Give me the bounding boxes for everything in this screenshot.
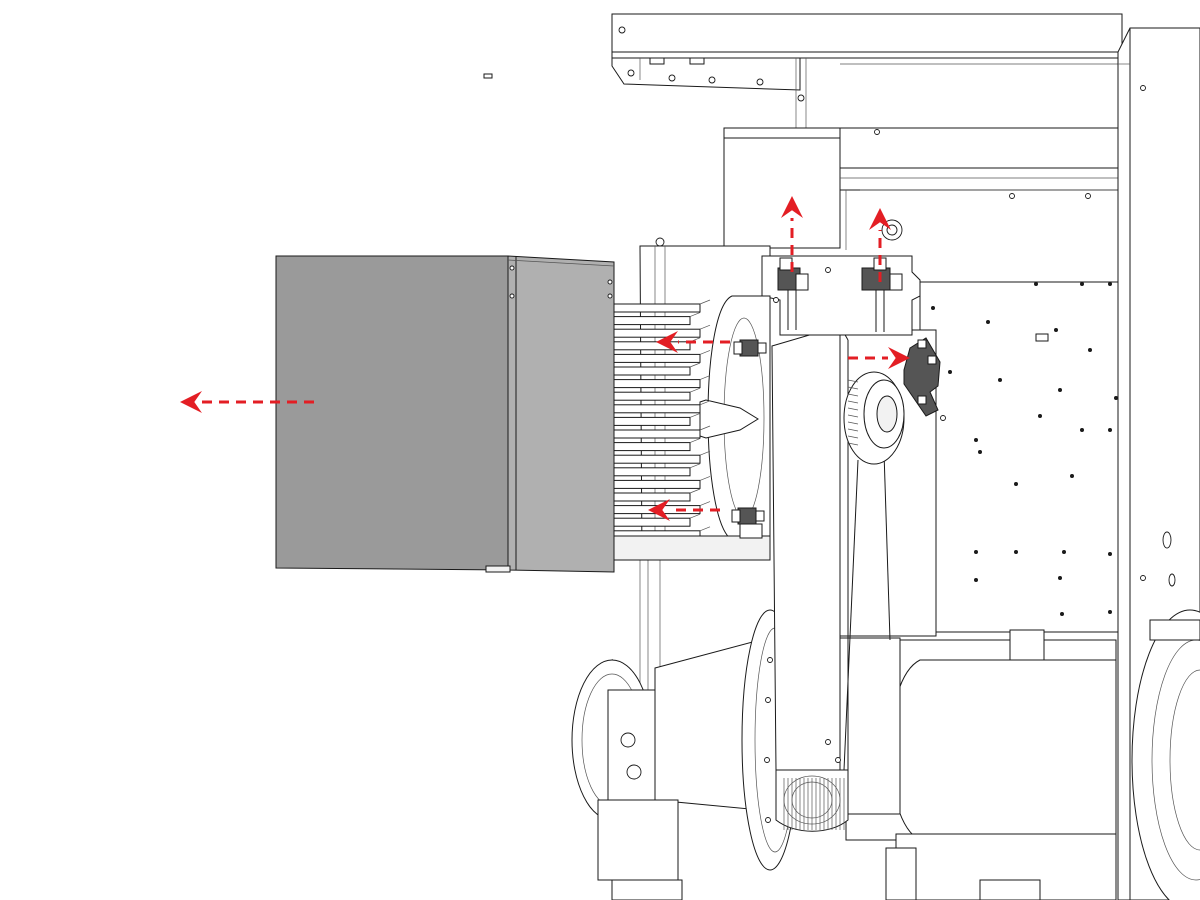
panel-hole — [1080, 282, 1084, 286]
panel-hole — [1038, 414, 1042, 418]
panel-hole — [1062, 550, 1066, 554]
lower-drive-assembly — [571, 609, 1200, 900]
motion-arrows — [180, 196, 910, 521]
panel-hole — [1054, 328, 1058, 332]
arrow-head — [781, 196, 803, 218]
panel-hole — [1108, 282, 1112, 286]
panel-hole — [1058, 388, 1062, 392]
panel-hole — [986, 320, 990, 324]
arrow-head — [180, 391, 202, 413]
panel-hole — [1014, 550, 1018, 554]
motor-cover — [275, 255, 615, 573]
arrow-cover-removal — [180, 391, 314, 413]
lift-brackets — [761, 255, 921, 336]
panel-hole — [1088, 348, 1092, 352]
arrow-tensioner-removal — [848, 347, 910, 369]
top-frame-rail — [483, 13, 1123, 128]
panel-hole — [974, 550, 978, 554]
lower-motor-bolt — [731, 507, 765, 539]
panel-hole — [1108, 428, 1112, 432]
panel-hole — [1070, 474, 1074, 478]
arrow-head — [869, 208, 891, 230]
panel-hole — [1080, 428, 1084, 432]
arrow-right-bracket-lift — [869, 208, 891, 282]
panel-hole — [948, 370, 952, 374]
arrow-lower-bolt-removal — [648, 499, 720, 521]
upper-motor-bolt — [733, 339, 767, 357]
panel-hole — [1060, 612, 1064, 616]
panel-hole — [1034, 282, 1038, 286]
panel-hole — [1058, 576, 1062, 580]
panel-hole — [1114, 396, 1118, 400]
panel-hole — [978, 450, 982, 454]
panel-hole — [1014, 482, 1018, 486]
panel-hole — [1108, 552, 1112, 556]
panel-holes — [931, 282, 1118, 616]
pulley-ribs — [847, 379, 859, 446]
lower-gear-teeth — [783, 778, 845, 830]
panel-hole — [1108, 610, 1112, 614]
arrow-left-bracket-lift — [781, 196, 803, 272]
upper-housing — [723, 127, 1121, 250]
arrow-head — [648, 499, 670, 521]
panel-hole — [931, 306, 935, 310]
belt-tensioner-block — [903, 337, 946, 421]
panel-hole — [974, 578, 978, 582]
arrow-head — [656, 331, 678, 353]
arrow-head — [888, 347, 910, 369]
panel-hole — [974, 438, 978, 442]
arrow-upper-bolt-removal — [656, 331, 730, 353]
panel-hole — [998, 378, 1002, 382]
